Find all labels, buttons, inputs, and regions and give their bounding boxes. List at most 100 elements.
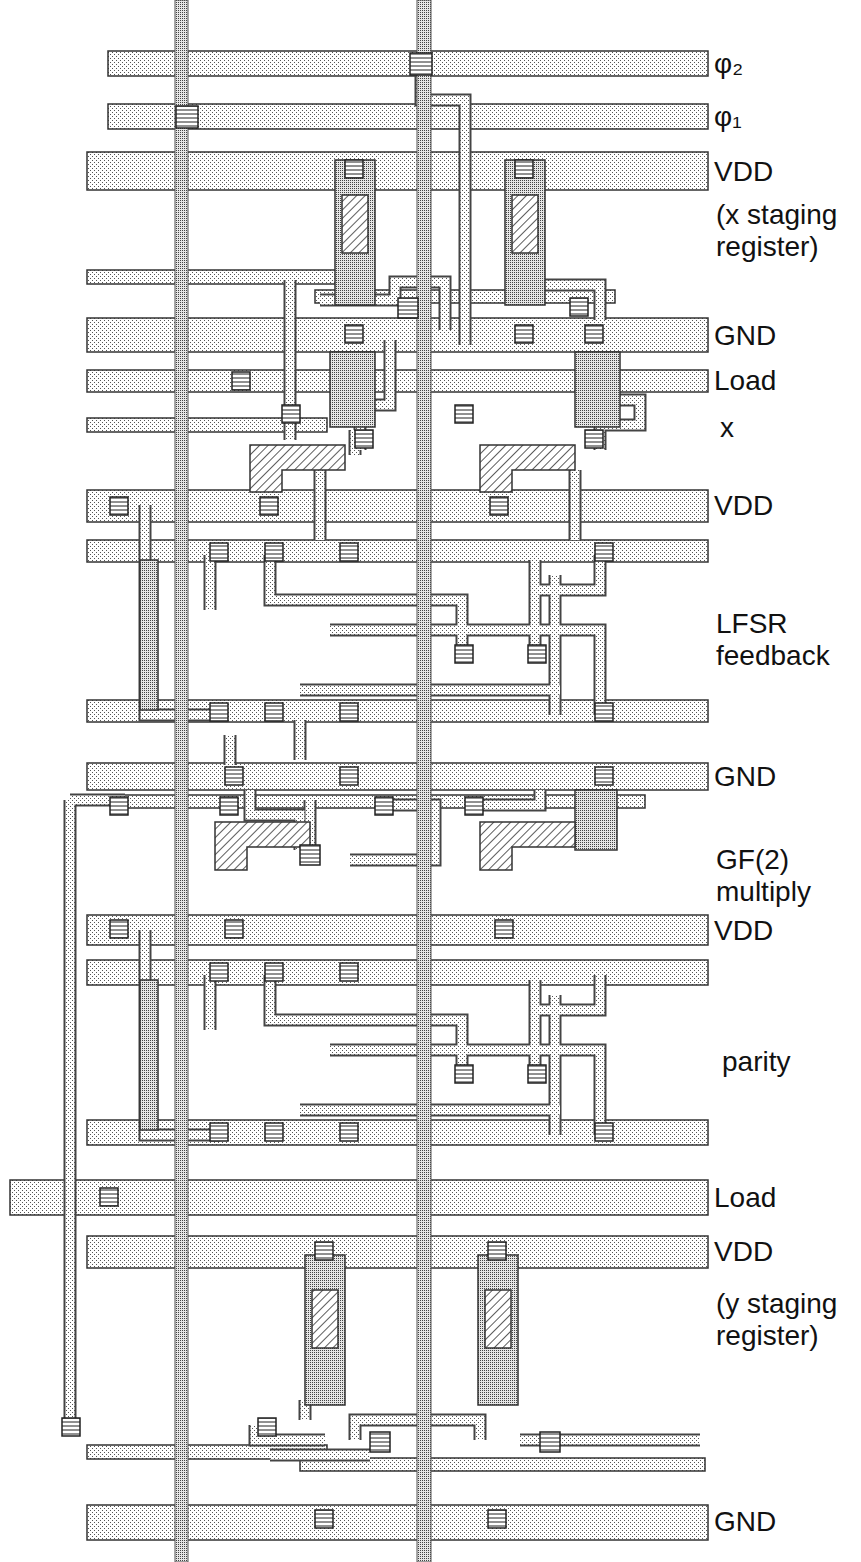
diffusion xyxy=(330,352,375,427)
diffusion xyxy=(505,160,545,305)
contact xyxy=(300,845,320,865)
rail-label: Load xyxy=(714,1182,776,1214)
depletion-implant xyxy=(480,445,575,492)
contact xyxy=(595,543,613,561)
contact xyxy=(210,963,228,981)
depletion-implant xyxy=(512,195,538,253)
contact xyxy=(340,1123,358,1141)
poly-line xyxy=(417,0,431,1562)
contact xyxy=(375,797,393,815)
contact xyxy=(585,325,603,343)
diffusion xyxy=(140,160,620,1405)
contact xyxy=(210,703,228,721)
rail-label: φ₁ xyxy=(714,101,742,133)
contact xyxy=(220,797,238,815)
rail-label: VDD xyxy=(714,490,773,522)
rail-label: φ₂ xyxy=(714,48,743,80)
contact xyxy=(340,543,358,561)
depletion-implant xyxy=(250,445,345,492)
contact xyxy=(62,1418,80,1436)
contact xyxy=(585,430,603,448)
diffusion xyxy=(335,160,375,305)
contact xyxy=(398,298,418,318)
contact xyxy=(265,543,283,561)
poly-line xyxy=(175,0,431,1562)
contact xyxy=(210,1123,228,1141)
contact xyxy=(488,1510,506,1528)
contact xyxy=(340,963,358,981)
poly-line xyxy=(175,0,188,1562)
contact xyxy=(345,325,363,343)
rail-label: GND xyxy=(714,761,776,793)
depletion-implant xyxy=(342,195,368,253)
contact xyxy=(490,497,508,515)
rail-label: GND xyxy=(714,1506,776,1538)
rail-label: Load xyxy=(714,365,776,397)
contact xyxy=(225,767,243,785)
contact xyxy=(528,645,546,663)
diffusion xyxy=(575,790,617,850)
rail-label: VDD xyxy=(714,156,773,188)
contact xyxy=(410,53,432,75)
contact xyxy=(515,325,533,343)
diffusion xyxy=(140,980,158,1130)
contact xyxy=(62,53,613,1528)
contact xyxy=(315,1510,333,1528)
contact xyxy=(455,405,473,423)
metal-rail xyxy=(87,270,337,284)
rail-label: GF(2) multiply xyxy=(716,844,856,908)
rail-label: (x staging register) xyxy=(716,199,856,263)
diffusion xyxy=(575,352,620,427)
contact xyxy=(260,497,278,515)
contact xyxy=(595,1123,613,1141)
contact xyxy=(340,703,358,721)
contact xyxy=(465,797,483,815)
contact xyxy=(225,920,243,938)
contact xyxy=(528,1065,546,1083)
contact xyxy=(495,920,513,938)
metal-rail xyxy=(10,1180,708,1215)
contact xyxy=(265,703,283,721)
contact xyxy=(100,1188,118,1206)
contact xyxy=(370,1432,390,1452)
rail-label: VDD xyxy=(714,915,773,947)
contact xyxy=(232,372,250,390)
contact xyxy=(265,1123,283,1141)
contact xyxy=(110,797,128,815)
depletion-implant xyxy=(485,1290,511,1348)
depletion-implant xyxy=(215,195,575,1348)
contact xyxy=(110,497,128,515)
metal-rail xyxy=(10,51,708,1540)
wire xyxy=(70,76,700,1455)
contact xyxy=(282,405,300,423)
contact xyxy=(515,160,533,178)
depletion-implant xyxy=(480,822,575,870)
wire xyxy=(70,76,700,1455)
contact xyxy=(210,543,228,561)
contact xyxy=(455,645,473,663)
contact xyxy=(355,430,373,448)
contact xyxy=(570,298,588,316)
contact xyxy=(595,703,613,721)
diffusion xyxy=(140,560,158,710)
metal-rail xyxy=(108,51,708,76)
metal-rail xyxy=(108,104,708,129)
wire xyxy=(70,76,700,1455)
contact xyxy=(488,1242,506,1260)
contact xyxy=(340,767,358,785)
contact xyxy=(258,1418,276,1436)
diffusion xyxy=(305,1255,345,1405)
depletion-implant xyxy=(312,1290,338,1348)
rail-label: x xyxy=(720,412,734,444)
contact xyxy=(595,767,613,785)
rail-label: LFSR feedback xyxy=(716,608,856,672)
contact xyxy=(455,1065,473,1083)
rail-label: VDD xyxy=(714,1236,773,1268)
diffusion xyxy=(478,1255,518,1405)
contact xyxy=(176,106,198,128)
rail-label: GND xyxy=(714,320,776,352)
rail-label: (y staging register) xyxy=(716,1288,856,1352)
depletion-implant xyxy=(215,822,310,870)
contact xyxy=(540,1432,560,1452)
